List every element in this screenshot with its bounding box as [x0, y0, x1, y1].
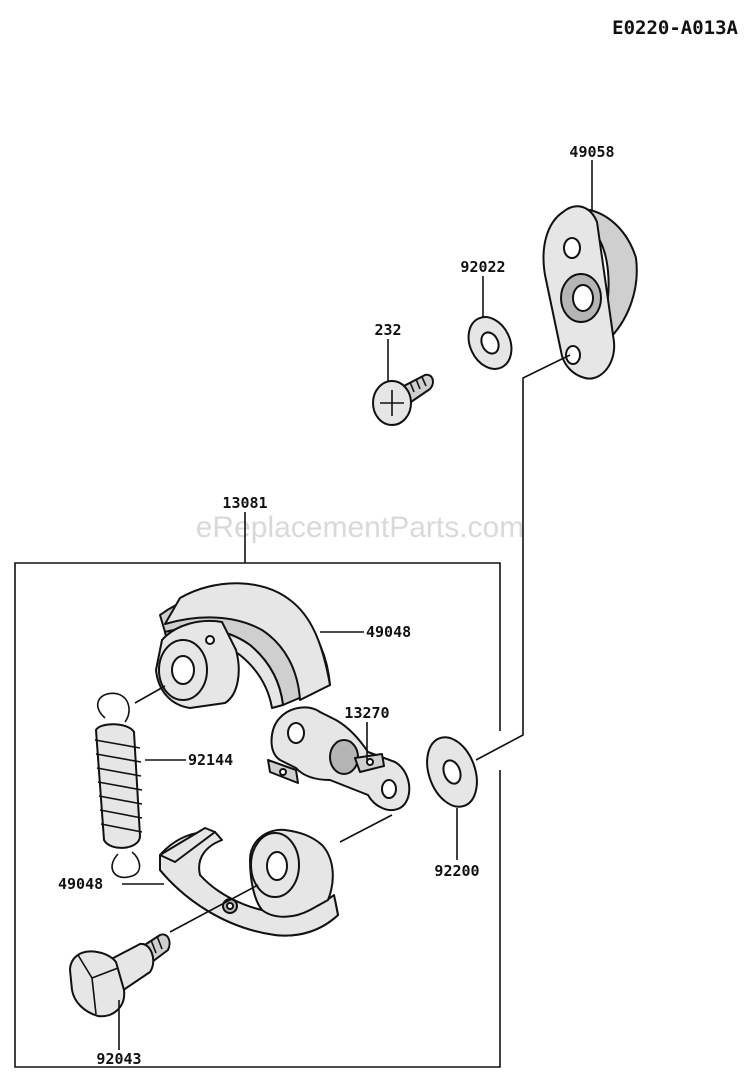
label-92022: 92022 — [460, 258, 505, 276]
axis-line-upper — [134, 685, 166, 704]
part-92043-shoulder-bolt[interactable] — [69, 933, 171, 1018]
label-92144: 92144 — [188, 751, 233, 769]
assembly-box-13081 — [14, 562, 501, 1068]
part-13270-plate[interactable] — [267, 706, 411, 812]
part-92200-washer[interactable] — [418, 730, 486, 813]
label-232: 232 — [374, 321, 401, 339]
label-49048-lower: 49048 — [58, 875, 103, 893]
label-49058: 49058 — [569, 143, 614, 161]
watermark: eReplacementParts.com — [196, 511, 524, 544]
part-92022-washer[interactable] — [460, 310, 519, 376]
label-13081: 13081 — [222, 494, 267, 512]
axis-line-middle — [339, 814, 393, 843]
connection-line-49058-92200 — [475, 354, 571, 761]
part-92144-spring[interactable] — [94, 692, 143, 879]
label-49048-upper: 49048 — [366, 623, 411, 641]
label-13270: 13270 — [344, 704, 389, 722]
axis-line-lower — [169, 884, 259, 933]
part-49048-lower-clutch-shoe[interactable] — [159, 827, 339, 937]
label-92200: 92200 — [434, 862, 479, 880]
diagram-code: E0220-A013A — [612, 17, 738, 39]
part-49048-upper-clutch-shoe[interactable] — [155, 582, 331, 709]
part-232-bolt[interactable] — [372, 373, 434, 426]
part-49058-flange-holder[interactable] — [542, 205, 638, 380]
label-92043: 92043 — [96, 1050, 141, 1068]
